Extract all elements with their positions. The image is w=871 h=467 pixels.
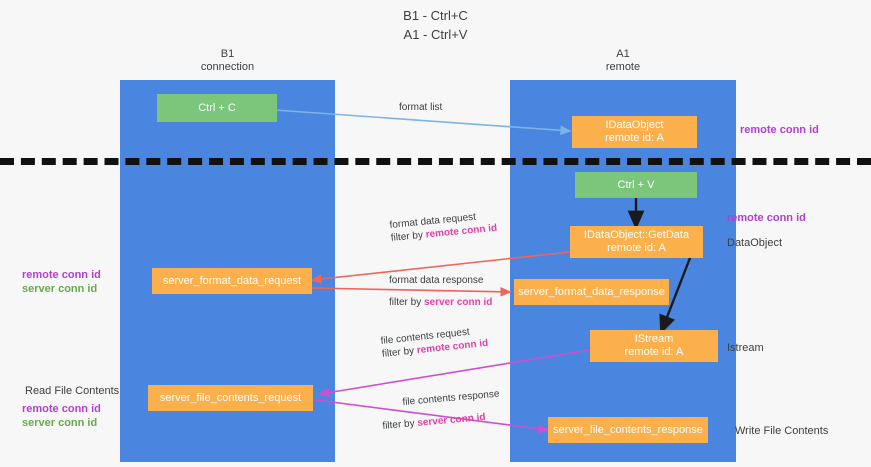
edge-label-format-list: format list	[399, 101, 442, 114]
edge-label-file-contents-response-filter-prefix: filter by	[382, 417, 418, 432]
node-istream[interactable]: IStream remote id: A	[590, 330, 718, 362]
node-server-file-contents-request-label: server_file_contents_request	[159, 391, 302, 404]
edge-label-format-data-response-filter-key: server conn id	[424, 297, 493, 308]
label-left-remote-conn-id-2: remote conn id	[22, 403, 101, 415]
edge-label-file-contents-response-filter-key: server conn id	[416, 411, 486, 429]
node-getdata-title: IDataObject::GetData	[583, 229, 690, 241]
node-istream-subtitle: remote id: A	[624, 346, 684, 358]
swimlane-b1-title: B1 connection	[120, 48, 335, 74]
edge-label-file-contents-request-filter-prefix: filter by	[381, 345, 418, 360]
diagram-title-line-1: B1 - Ctrl+C	[403, 8, 468, 23]
edge-label-file-contents-response-filter: filter by server conn id	[382, 410, 502, 433]
node-server-file-contents-request[interactable]: server_file_contents_request	[148, 385, 313, 411]
node-idataobject-title: IDataObject	[605, 119, 664, 131]
label-right-write-file-contents: Write File Contents	[735, 425, 829, 437]
label-left-conn-id-group-1: remote conn id server conn id	[22, 268, 101, 296]
edge-label-format-data-response: format data response filter by server co…	[389, 274, 492, 309]
label-right-remote-conn-id-1: remote conn id	[740, 124, 819, 136]
node-server-file-contents-response-label: server_file_contents_response	[553, 423, 703, 436]
swimlane-a1-title: A1 remote	[510, 48, 736, 74]
label-left-read-file-contents: Read File Contents	[25, 385, 120, 397]
node-ctrl-v[interactable]: Ctrl + V	[575, 172, 697, 198]
edge-label-format-data-response-text: format data response	[389, 275, 484, 286]
label-right-istream: Istream	[727, 342, 764, 354]
label-left-remote-conn-id-1: remote conn id	[22, 269, 101, 281]
swimlane-b1-subtitle: connection	[200, 61, 255, 73]
edge-label-file-contents-response-text: file contents response	[402, 388, 500, 409]
label-left-server-conn-id-2: server conn id	[22, 417, 98, 429]
node-ctrl-c[interactable]: Ctrl + C	[157, 94, 277, 122]
label-left-server-conn-id-1: server conn id	[22, 283, 98, 295]
node-idataobject-subtitle: remote id: A	[605, 132, 664, 144]
node-istream-title: IStream	[634, 333, 674, 345]
node-ctrl-v-label: Ctrl + V	[617, 178, 655, 191]
node-server-file-contents-response[interactable]: server_file_contents_response	[548, 417, 708, 443]
label-right-remote-conn-id-2: remote conn id	[727, 212, 806, 224]
swimlane-a1-subtitle: remote	[605, 61, 641, 73]
edge-label-file-contents-response: file contents response filter by server …	[380, 388, 502, 433]
node-getdata-subtitle: remote id: A	[607, 242, 666, 254]
node-idataobject-getdata[interactable]: IDataObject::GetData remote id: A	[570, 226, 703, 258]
node-server-format-data-request-label: server_format_data_request	[162, 274, 302, 287]
swimlane-b1-name: B1	[220, 48, 235, 60]
diagram-title-line-2: A1 - Ctrl+V	[403, 27, 468, 42]
edge-label-format-list-text: format list	[399, 102, 443, 113]
node-server-format-data-request[interactable]: server_format_data_request	[152, 268, 312, 294]
edge-label-format-data-request: format data request filter by remote con…	[389, 209, 498, 245]
edge-label-file-contents-request: file contents request filter by remote c…	[380, 324, 489, 361]
edge-label-format-data-response-filter: filter by server conn id	[389, 296, 492, 309]
label-left-conn-id-group-2: remote conn id server conn id	[22, 402, 101, 430]
diagram-title: B1 - Ctrl+C A1 - Ctrl+V	[0, 6, 871, 44]
swimlane-a1-name: A1	[616, 48, 630, 60]
node-server-format-data-response-label: server_format_data_response	[518, 285, 665, 298]
phase-divider	[0, 158, 871, 165]
node-idataobject[interactable]: IDataObject remote id: A	[572, 116, 697, 148]
edge-label-format-data-request-filter-prefix: filter by	[390, 229, 427, 244]
node-server-format-data-response[interactable]: server_format_data_response	[514, 279, 669, 305]
label-right-dataobject: DataObject	[727, 237, 783, 249]
node-ctrl-c-label: Ctrl + C	[198, 101, 236, 114]
edge-label-format-data-response-filter-prefix: filter by	[389, 297, 425, 308]
